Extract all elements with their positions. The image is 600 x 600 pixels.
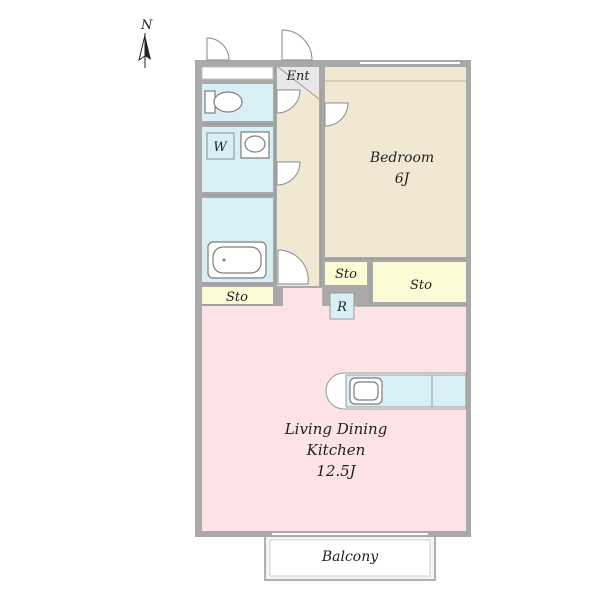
entrance-step — [277, 66, 320, 100]
storage-hall-label: Sto — [226, 290, 248, 305]
washing-machine-space: W — [206, 132, 235, 160]
balcony-label: Balcony — [321, 549, 379, 565]
top-storage-door — [206, 37, 230, 61]
storage-bedroom-large-label: Sto — [410, 278, 432, 293]
ldk-name-line1: Living Dining — [284, 420, 388, 438]
toilet-door — [276, 89, 301, 114]
entrance-floor — [277, 67, 319, 91]
bedroom-floor — [325, 67, 466, 257]
entrance-door — [281, 29, 313, 61]
ldk-size: 12.5J — [316, 462, 356, 480]
washroom-label: W — [213, 140, 228, 155]
storage-hall-floor — [202, 287, 273, 304]
bedroom-name: Bedroom — [369, 150, 434, 166]
balcony: Balcony — [264, 534, 436, 581]
bedroom-size: 6J — [395, 171, 411, 187]
bedroom-door — [324, 102, 349, 127]
refrigerator-label: R — [336, 300, 347, 315]
washbasin-icon — [240, 131, 270, 159]
storage-bedroom-small-label: Sto — [335, 267, 357, 282]
entrance-label: Ent — [285, 69, 310, 84]
toilet-icon — [204, 90, 243, 114]
ldk-name-line2: Kitchen — [306, 441, 366, 459]
ldk-floor — [202, 306, 466, 531]
compass-letter: N — [140, 18, 153, 33]
bathtub-icon — [207, 241, 267, 279]
kitchen-counter — [325, 372, 467, 410]
ldk-door — [277, 249, 309, 285]
storage-bed-small-floor — [325, 262, 367, 285]
north-arrow-icon: N — [138, 18, 153, 68]
storage-bed-large-floor — [373, 262, 466, 302]
ldk-floor-upper — [283, 288, 323, 308]
washroom-door — [276, 161, 301, 186]
fridge-space — [329, 292, 355, 320]
top-storage-shelf — [201, 66, 274, 80]
